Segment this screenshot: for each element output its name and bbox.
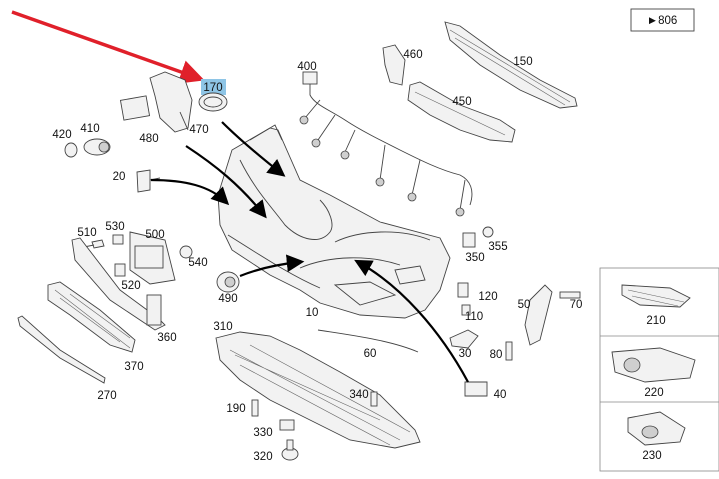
fog-surround-220-part[interactable] — [611, 347, 696, 383]
label-40: 40 — [494, 389, 507, 401]
fastener-340-part[interactable] — [370, 391, 378, 407]
label-510: 510 — [77, 227, 96, 239]
label-490: 490 — [218, 293, 237, 305]
front-bumper-part[interactable] — [217, 124, 451, 319]
part-labels: 170 400 460 150 450 410 420 480 470 20 5… — [52, 49, 665, 463]
label-520: 520 — [121, 280, 140, 292]
screw-190-part[interactable] — [251, 399, 259, 417]
underbody-panel-part[interactable] — [215, 331, 421, 449]
label-20: 20 — [113, 171, 126, 183]
bracket-50-part[interactable] — [524, 284, 553, 346]
label-80: 80 — [490, 349, 503, 361]
label-355: 355 — [488, 241, 507, 253]
bolt-70-part[interactable] — [559, 291, 581, 299]
label-10: 10 — [306, 307, 319, 319]
label-330: 330 — [253, 427, 272, 439]
label-230: 230 — [642, 450, 661, 462]
rivet-320-part[interactable] — [281, 439, 299, 461]
label-110: 110 — [465, 311, 483, 323]
side-bracket-part[interactable] — [382, 44, 406, 86]
chrome-trim-part[interactable] — [17, 315, 106, 384]
label-150: 150 — [513, 56, 532, 68]
label-310: 310 — [213, 321, 232, 333]
label-270: 270 — [97, 390, 116, 402]
red-arrow-icon — [11, 10, 205, 84]
bracket-strip-part[interactable] — [407, 81, 516, 143]
label-540: 540 — [188, 257, 207, 269]
label-410: 410 — [80, 123, 99, 135]
license-plate-bracket-part[interactable] — [129, 231, 176, 285]
label-420: 420 — [52, 129, 71, 141]
label-50: 50 — [518, 299, 531, 311]
label-370: 370 — [124, 361, 143, 373]
label-190: 190 — [226, 403, 245, 415]
wiring-harness-part[interactable] — [299, 71, 473, 217]
lower-grille-part[interactable] — [47, 281, 136, 353]
label-120: 120 — [478, 291, 497, 303]
bracket-40-part[interactable] — [464, 381, 488, 397]
camera-bracket-part[interactable] — [119, 71, 193, 133]
clip-330-part[interactable] — [279, 419, 295, 431]
sensor-cable-part[interactable] — [136, 169, 161, 193]
label-450: 450 — [452, 96, 471, 108]
label-30: 30 — [459, 348, 472, 360]
seal-strip-part[interactable] — [317, 329, 419, 353]
lower-grille-frame-part[interactable] — [71, 237, 166, 331]
grommet-part[interactable] — [179, 245, 193, 259]
pin-80-part[interactable] — [505, 341, 513, 361]
bracket-clip-part[interactable] — [114, 263, 126, 277]
clip-355-part[interactable] — [482, 226, 494, 238]
label-470: 470 — [189, 124, 208, 136]
label-530: 530 — [105, 221, 124, 233]
label-340: 340 — [349, 389, 368, 401]
label-170: 170 — [203, 82, 222, 94]
highlight-170 — [201, 79, 226, 95]
cover-30-part[interactable] — [449, 329, 479, 349]
label-460: 460 — [403, 49, 422, 61]
fastener-120-part[interactable] — [457, 282, 469, 298]
parking-sensor-part[interactable] — [83, 138, 111, 156]
emblem-part[interactable] — [198, 92, 228, 112]
sensor-490-part[interactable] — [216, 271, 240, 293]
sensor-ring-part[interactable] — [64, 142, 78, 158]
label-210: 210 — [646, 315, 665, 327]
label-220: 220 — [644, 387, 663, 399]
label-400: 400 — [297, 61, 316, 73]
label-480: 480 — [139, 133, 158, 145]
clip-part[interactable] — [112, 234, 124, 245]
clip-110-part[interactable] — [461, 304, 471, 316]
label-360: 360 — [157, 332, 176, 344]
pointer-arrows — [150, 121, 469, 383]
reference-box[interactable]: ►806 — [630, 8, 695, 32]
label-500: 500 — [145, 229, 164, 241]
fog-grille-210-part[interactable] — [621, 284, 691, 308]
upper-trim-strip-part[interactable] — [444, 21, 578, 109]
label-320: 320 — [253, 451, 272, 463]
reference-label: ►806 — [647, 15, 678, 27]
label-60: 60 — [364, 348, 377, 360]
label-350: 350 — [465, 252, 484, 264]
fog-cover-230-part[interactable] — [627, 411, 686, 446]
bracket-350-part[interactable] — [462, 232, 476, 248]
label-70: 70 — [570, 299, 583, 311]
bolt-part[interactable] — [83, 239, 105, 249]
